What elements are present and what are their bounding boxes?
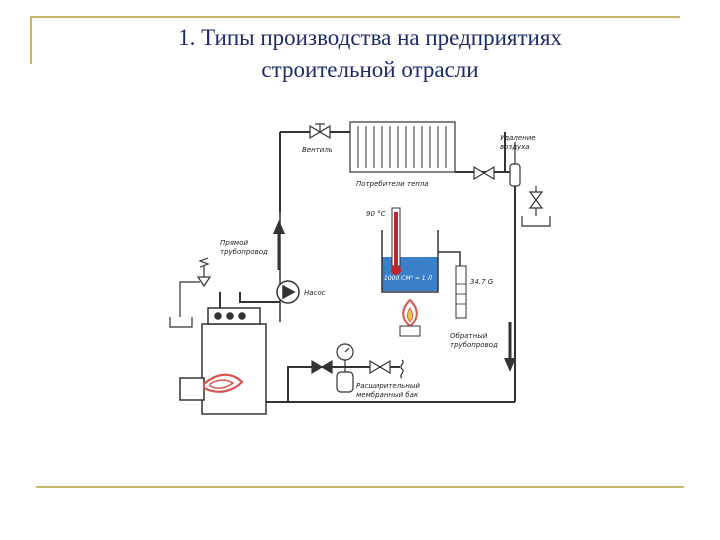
burner-flame-icon [399,298,421,337]
heating-system-diagram: Вентиль Потребители тепла Удаление возду… [169,121,551,415]
label-valve: Вентиль [302,146,333,154]
beaker [381,230,467,319]
supply-arrow-icon [273,220,285,270]
label-pump: Насос [304,289,326,297]
label-return-1: Обратный [450,332,488,340]
left-rule [30,16,32,64]
slide-title: 1. Типы производства на предприятиях стр… [60,22,680,86]
label-tank-2: мембранный бак [356,391,419,399]
return-arrow-icon [504,322,516,372]
title-line-2: строительной отрасли [261,57,479,82]
valve-icon [309,123,331,140]
label-reading: 34.7 G [470,278,494,286]
label-volume: 1000 СМ³ = 1 Л [384,275,433,282]
label-air-removal-2: воздуха [500,143,530,151]
label-temp: 90 °C [366,210,386,218]
label-return-2: трубопровод [450,341,498,349]
label-air-removal-1: Удаление [500,134,536,142]
radiator [349,121,456,173]
thermometer-icon [391,207,401,275]
pump-icon [276,280,300,304]
safety-valve-icon [169,257,212,328]
label-tank-1: Расширительный [356,382,420,390]
label-supply-1: Прямой [220,239,248,247]
title-line-1: 1. Типы производства на предприятиях [178,25,562,50]
boiler-flame-icon [202,373,244,393]
label-supply-2: трубопровод [220,248,268,256]
expansion-tank-icon [311,343,404,393]
label-consumers: Потребители тепла [356,180,429,188]
top-rule [30,16,680,18]
air-vent-icon [473,142,551,227]
bottom-rule [36,486,684,488]
boiler [179,307,267,415]
